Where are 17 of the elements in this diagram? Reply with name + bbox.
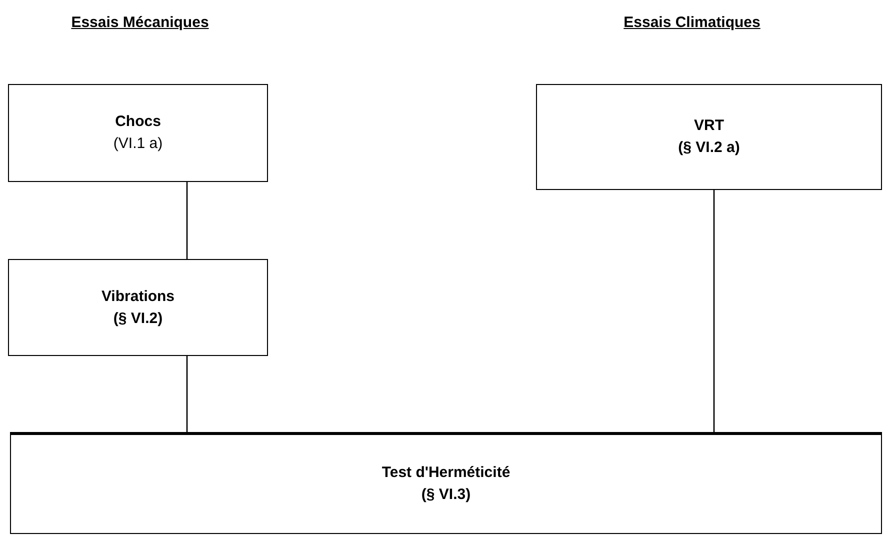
test-box bbox=[536, 84, 882, 190]
connector-line bbox=[713, 190, 715, 432]
box-title: Chocs bbox=[115, 112, 161, 132]
section-reference: (§ VI.2) bbox=[113, 308, 163, 328]
test-box bbox=[8, 84, 268, 182]
connector-line bbox=[186, 182, 188, 259]
box-title: VRT bbox=[694, 116, 724, 136]
section-reference: (VI.1 a) bbox=[113, 134, 163, 154]
box-title: Test d'Herméticité bbox=[382, 463, 510, 483]
column-heading: Essais Climatiques bbox=[624, 14, 760, 31]
test-box bbox=[10, 432, 882, 534]
box-title: Vibrations bbox=[101, 286, 175, 306]
test-box bbox=[8, 259, 268, 356]
column-heading: Essais Mécaniques bbox=[71, 14, 209, 31]
section-reference: (§ VI.2 a) bbox=[678, 138, 740, 158]
section-reference: (§ VI.3) bbox=[421, 485, 471, 505]
connector-line bbox=[186, 356, 188, 432]
